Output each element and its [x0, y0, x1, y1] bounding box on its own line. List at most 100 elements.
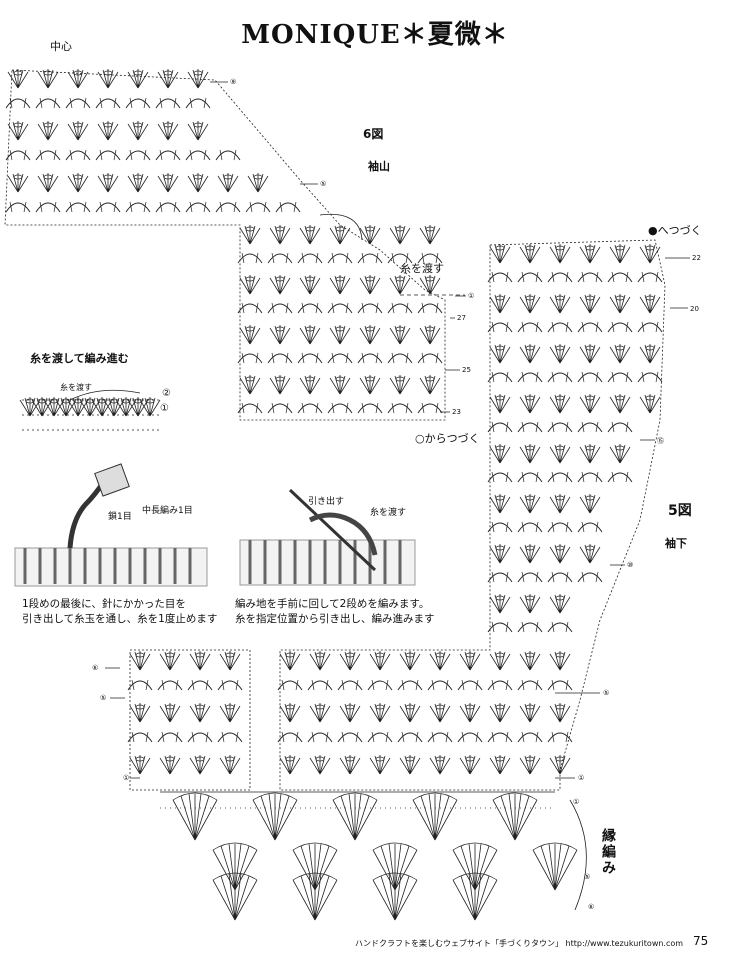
fig5-motif [547, 621, 573, 633]
fig5-motif [489, 393, 511, 414]
row-mark-1d: ① [573, 798, 580, 806]
fig5-number: 5図 [668, 503, 692, 519]
border-fan [252, 792, 298, 841]
fig5-motif [547, 371, 573, 383]
pull-out-label: 引き出す [308, 497, 345, 507]
fig5-motif [519, 393, 541, 414]
fig6-motif [65, 97, 91, 109]
fig5-motif [339, 702, 361, 723]
fig5-motif [489, 650, 511, 671]
row-mark-22: 22 [692, 254, 701, 262]
fig5-motif [487, 521, 513, 533]
fig6-motif [97, 120, 119, 141]
fig5-motif [189, 754, 211, 775]
fig5-motif [457, 731, 483, 743]
fig6-motif [95, 97, 121, 109]
fig5-motif [607, 471, 633, 483]
border-fan [532, 842, 578, 891]
fig5-name: 袖下 [665, 537, 687, 550]
fig5-motif [549, 443, 571, 464]
fig5-motif [189, 650, 211, 671]
fig5-motif [487, 621, 513, 633]
fig5-motif [427, 731, 453, 743]
fig5-motif [517, 321, 543, 333]
fig6-motif [7, 68, 29, 89]
fig6-motif [239, 224, 261, 245]
fig5-motif [219, 754, 241, 775]
fig5-motif [127, 731, 153, 743]
row-mark-20: 20 [690, 305, 699, 313]
fig6-motif [95, 149, 121, 161]
row-mark-5d: ⑤ [584, 873, 591, 881]
fig5-motif [637, 321, 663, 333]
fig6-motif [269, 324, 291, 345]
fig6-motif [299, 224, 321, 245]
fig6-motif [157, 68, 179, 89]
fig6-motif [297, 352, 323, 364]
fig5-motif [579, 543, 601, 564]
fig6-motif [357, 352, 383, 364]
fig6-motif [269, 274, 291, 295]
fig6-motif [357, 302, 383, 314]
fig5-motif [607, 321, 633, 333]
fig6-motif [35, 149, 61, 161]
fig5-motif [487, 471, 513, 483]
fig6-motif [127, 120, 149, 141]
fig6-motif [67, 172, 89, 193]
fig6-motif [267, 302, 293, 314]
fig5-motif [577, 421, 603, 433]
fig6-motif [97, 68, 119, 89]
fig5-motif [639, 243, 661, 264]
fig6-motif [419, 224, 441, 245]
fig5-motif [609, 393, 631, 414]
fig5-motif [307, 679, 333, 691]
caption-left-2: 引き出して糸玉を通し、糸を1度止めます [22, 613, 218, 625]
row-mark-15: ⑮ [657, 437, 664, 445]
fig6-motif [297, 402, 323, 414]
fig6-motif [269, 224, 291, 245]
fig5-motif [609, 343, 631, 364]
fig6-motif [389, 374, 411, 395]
fig6-motif [155, 97, 181, 109]
caption-left-1: 1段めの最後に、針にかかった目を [22, 598, 186, 610]
fig6-motif [67, 68, 89, 89]
fig6-motif [237, 402, 263, 414]
fig5-motif [607, 421, 633, 433]
row-mark-5b: ⑤ [100, 694, 107, 702]
fig5-motif [579, 393, 601, 414]
fig6-motif [297, 252, 323, 264]
fig6-motif [155, 201, 181, 213]
fig5-motif [489, 543, 511, 564]
fig5-motif [519, 702, 541, 723]
border-fan [332, 792, 378, 841]
fig5-motif [519, 543, 541, 564]
fig5-motif [547, 471, 573, 483]
fig6-motif [37, 120, 59, 141]
pass-yarn-label: 糸を渡す [400, 262, 444, 275]
fig5-motif [189, 702, 211, 723]
fig5-motif [219, 702, 241, 723]
fig5-motif [549, 343, 571, 364]
fig6-motif [389, 324, 411, 345]
fig5-motif [577, 271, 603, 283]
fig6-motif [239, 374, 261, 395]
fig5-motif [489, 754, 511, 775]
fig6-motif [125, 149, 151, 161]
fig5-motif [459, 650, 481, 671]
fig6-motif [417, 402, 443, 414]
fig6-motif [217, 172, 239, 193]
row-mark-23: 23 [452, 408, 461, 416]
fig6-motif [329, 274, 351, 295]
border-fan [452, 872, 498, 921]
fig6-motif [389, 274, 411, 295]
fig6-motif [327, 252, 353, 264]
fig5-motif [459, 754, 481, 775]
row-mark-1-small: ① [160, 403, 169, 414]
fig6-motif [267, 402, 293, 414]
fig5-motif [517, 421, 543, 433]
fig5-motif [487, 571, 513, 583]
fig5-motif [459, 702, 481, 723]
fig5-motif [579, 243, 601, 264]
fig5-motif [487, 731, 513, 743]
fig6-motif [417, 352, 443, 364]
